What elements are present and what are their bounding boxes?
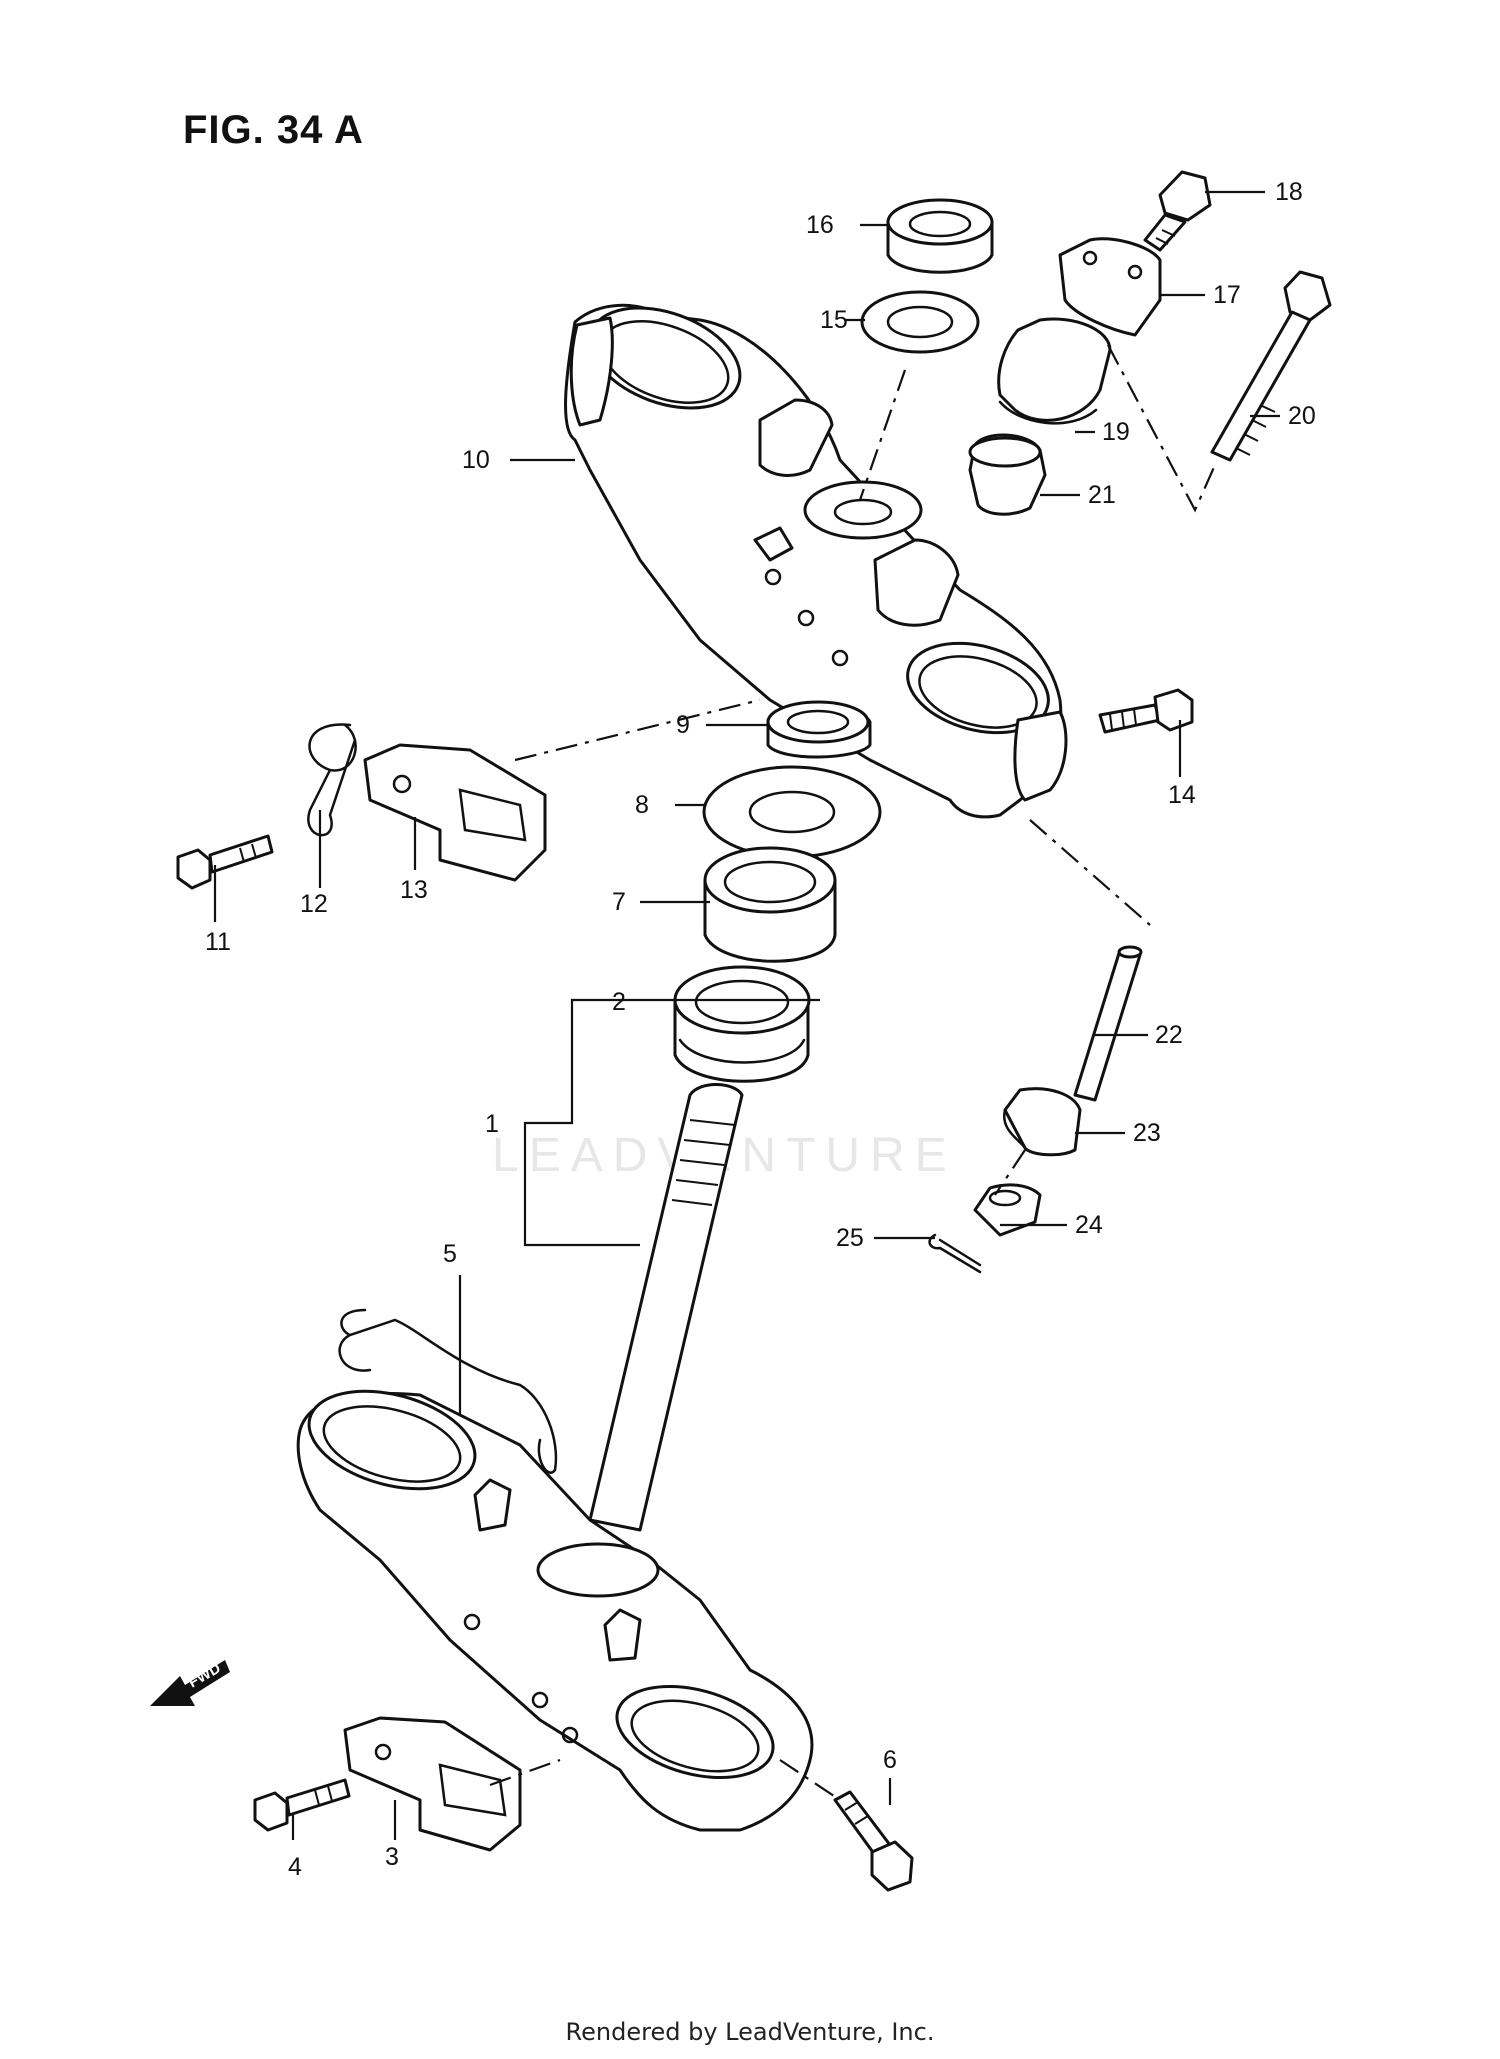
cotter-pin-25-part bbox=[928, 1233, 982, 1274]
wire-guide-5-part bbox=[338, 1308, 558, 1474]
callout-8: 8 bbox=[635, 791, 649, 819]
upper-bracket-part bbox=[564, 303, 1068, 819]
callout-17: 17 bbox=[1213, 281, 1241, 309]
bolt-18-part bbox=[1143, 170, 1212, 252]
stem-nut-16-part bbox=[886, 198, 994, 274]
bolt-6-part bbox=[833, 1790, 914, 1892]
lower-bracket-part bbox=[296, 1389, 814, 1832]
brake-hose-guide-13-part bbox=[363, 743, 547, 882]
callout-24: 24 bbox=[1075, 1211, 1103, 1239]
callout-10: 10 bbox=[462, 446, 490, 474]
centerline-13-to-9 bbox=[514, 698, 761, 762]
centerline-22-to-24 bbox=[994, 1149, 1026, 1196]
figure-title: FIG. 34 A bbox=[183, 108, 364, 152]
callout-14: 14 bbox=[1168, 781, 1196, 809]
bolt-4-part bbox=[253, 1778, 351, 1832]
steering-stem-1-part bbox=[588, 1083, 744, 1532]
dust-seal-8-part bbox=[702, 765, 882, 859]
callout-4: 4 bbox=[288, 1853, 302, 1881]
callout-11: 11 bbox=[205, 928, 231, 956]
callout-2: 2 bbox=[612, 988, 626, 1016]
handlebar-holder-19-part bbox=[997, 317, 1112, 425]
centerline-22 bbox=[1029, 819, 1151, 926]
bolt-11-part bbox=[176, 834, 274, 890]
callout-23: 23 bbox=[1133, 1119, 1161, 1147]
cushion-21-part bbox=[968, 433, 1047, 516]
callout-9: 9 bbox=[676, 711, 690, 739]
callout-7: 7 bbox=[612, 888, 626, 916]
callout-6: 6 bbox=[883, 1746, 897, 1774]
bolt-20-part bbox=[1210, 270, 1332, 462]
callout-13: 13 bbox=[400, 876, 428, 904]
callout-18: 18 bbox=[1275, 178, 1303, 206]
leader-lines bbox=[213, 190, 1280, 1840]
bearing-7-part bbox=[703, 846, 837, 963]
nut-24-part bbox=[973, 1183, 1042, 1237]
washer-15-part bbox=[860, 290, 980, 354]
centerline-lower-clamp bbox=[489, 1758, 561, 1787]
callout-5: 5 bbox=[443, 1240, 457, 1268]
cushion-23-part bbox=[1002, 1087, 1082, 1157]
spacer-22-part bbox=[1073, 945, 1143, 1102]
centerline-bearing bbox=[858, 369, 907, 501]
callout-25: 25 bbox=[836, 1224, 864, 1252]
callout-3: 3 bbox=[385, 1843, 399, 1871]
clip-12-part bbox=[307, 723, 357, 837]
fwd-arrow-icon: FWD bbox=[150, 1660, 230, 1706]
footer-credit: Rendered by LeadVenture, Inc. bbox=[565, 2018, 935, 2046]
callout-21: 21 bbox=[1088, 481, 1116, 509]
callout-22: 22 bbox=[1155, 1021, 1183, 1049]
centerline-bolt-6 bbox=[779, 1759, 841, 1801]
callout-12: 12 bbox=[300, 890, 328, 918]
bolt-14-part bbox=[1098, 688, 1194, 734]
callout-15: 15 bbox=[820, 306, 848, 334]
handlebar-holder-cap-17-part bbox=[1058, 237, 1162, 337]
callout-1: 1 bbox=[485, 1110, 499, 1138]
hose-guide-3-part bbox=[343, 1716, 522, 1852]
bearing-race-2-part bbox=[673, 965, 811, 1083]
centerline-20 bbox=[1107, 344, 1217, 513]
ring-nut-9-part bbox=[766, 700, 872, 759]
washer-15-seat bbox=[803, 480, 923, 540]
callout-19: 19 bbox=[1102, 418, 1130, 446]
callout-16: 16 bbox=[806, 211, 834, 239]
callout-20: 20 bbox=[1288, 402, 1316, 430]
